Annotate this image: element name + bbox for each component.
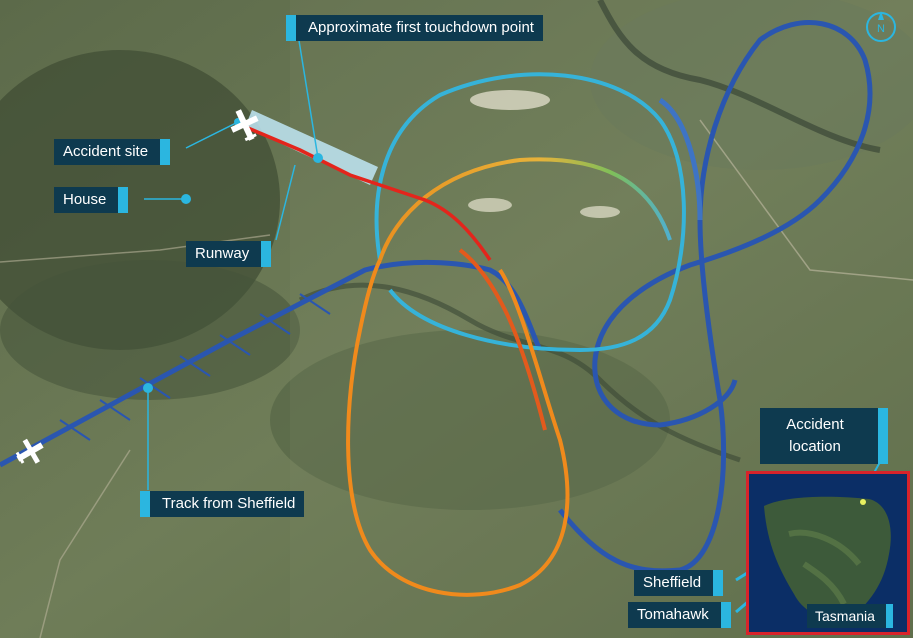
label-accident-site-text: Accident site xyxy=(63,143,149,160)
label-accident-location: Accident location xyxy=(760,408,888,464)
road xyxy=(39,449,131,638)
label-first-touchdown: Approximate first touchdown point xyxy=(286,15,543,41)
compass-north-icon: N xyxy=(866,11,896,42)
forest-area xyxy=(0,260,300,400)
label-house-text: House xyxy=(63,191,107,208)
tasmania-landmass xyxy=(764,496,891,621)
flight-track-inbound xyxy=(0,259,543,468)
leader-line-runway xyxy=(275,164,296,241)
inset-map-graphic xyxy=(749,474,907,632)
touchdown-marker xyxy=(313,153,323,163)
label-accident-site: Accident site xyxy=(54,139,171,165)
clearing xyxy=(470,90,550,110)
label-tomahawk-text: Tomahawk xyxy=(637,606,709,623)
field-area xyxy=(590,0,913,170)
flight-track-final-red xyxy=(247,126,492,261)
flight-track-loop-cyan xyxy=(374,72,686,353)
label-first-touchdown-text: Approximate first touchdown point xyxy=(308,19,534,36)
label-accident-location-text: Accident location xyxy=(786,416,844,455)
road xyxy=(0,234,271,263)
leader-line-accident xyxy=(185,121,239,149)
label-sheffield: Sheffield xyxy=(634,570,724,596)
runway-strip xyxy=(245,110,378,185)
label-runway: Runway xyxy=(186,241,272,267)
label-runway-text: Runway xyxy=(195,245,250,262)
tasmania-inset-map: Tasmania xyxy=(746,471,910,635)
flight-track-loop-blue xyxy=(558,20,873,574)
flight-track-connector xyxy=(658,97,703,221)
altitude-ticks xyxy=(59,293,331,441)
label-tomahawk: Tomahawk xyxy=(628,602,731,628)
label-tasmania-text: Tasmania xyxy=(815,608,875,624)
aircraft-icon xyxy=(230,109,259,142)
leader-line-touchdown xyxy=(295,21,319,159)
label-sheffield-text: Sheffield xyxy=(643,574,702,591)
track-marker xyxy=(143,383,153,393)
svg-text:N: N xyxy=(877,23,885,35)
house-marker xyxy=(181,194,191,204)
accident-location-marker xyxy=(860,499,866,505)
label-house: House xyxy=(54,187,129,213)
clearing xyxy=(580,206,620,218)
label-track-text: Track from Sheffield xyxy=(162,495,296,512)
river xyxy=(597,0,881,153)
flight-track-final-approach xyxy=(458,248,547,431)
valley-area xyxy=(270,330,670,510)
flight-track-loop-orange xyxy=(346,259,570,597)
label-tasmania: Tasmania xyxy=(807,604,893,628)
clearing xyxy=(468,198,512,212)
label-track-from-sheffield: Track from Sheffield xyxy=(140,491,305,517)
road xyxy=(699,119,913,281)
aircraft-icon xyxy=(15,438,44,464)
flight-track-loop-multicolour xyxy=(378,157,672,261)
